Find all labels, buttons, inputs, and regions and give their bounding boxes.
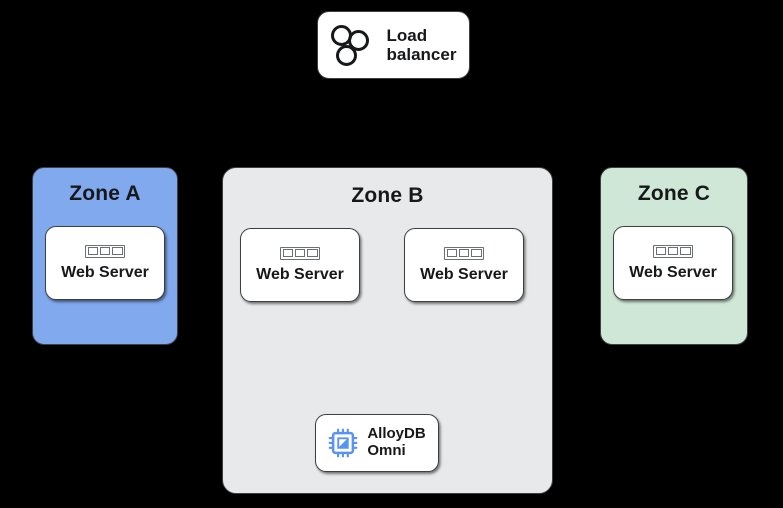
server-rack-icon	[444, 246, 484, 260]
web-server-label: Web Server	[629, 263, 717, 281]
alloydb-omni-label: AlloyDB Omni	[367, 425, 426, 459]
web-server-label: Web Server	[256, 265, 344, 283]
alloydb-omni-node[interactable]: AlloyDB Omni	[315, 414, 439, 472]
web-server-node-zone-b-1[interactable]: Web Server	[240, 228, 360, 302]
web-server-label: Web Server	[61, 263, 149, 281]
server-rack-icon	[85, 244, 125, 258]
server-rack-icon	[653, 244, 693, 258]
web-server-label: Web Server	[420, 265, 508, 283]
load-balancer-node[interactable]: Load balancer	[317, 11, 470, 79]
load-balancer-label: Load balancer	[386, 25, 457, 64]
server-rack-icon	[280, 246, 320, 260]
load-balancer-circles-icon	[330, 22, 377, 68]
web-server-node-zone-a[interactable]: Web Server	[45, 226, 165, 300]
zone-c-title: Zone C	[637, 182, 711, 205]
zone-a-title: Zone A	[69, 182, 141, 205]
zone-b-title: Zone B	[351, 184, 424, 207]
cpu-chip-icon	[329, 428, 358, 458]
web-server-node-zone-b-2[interactable]: Web Server	[404, 228, 524, 302]
web-server-node-zone-c[interactable]: Web Server	[613, 226, 733, 300]
